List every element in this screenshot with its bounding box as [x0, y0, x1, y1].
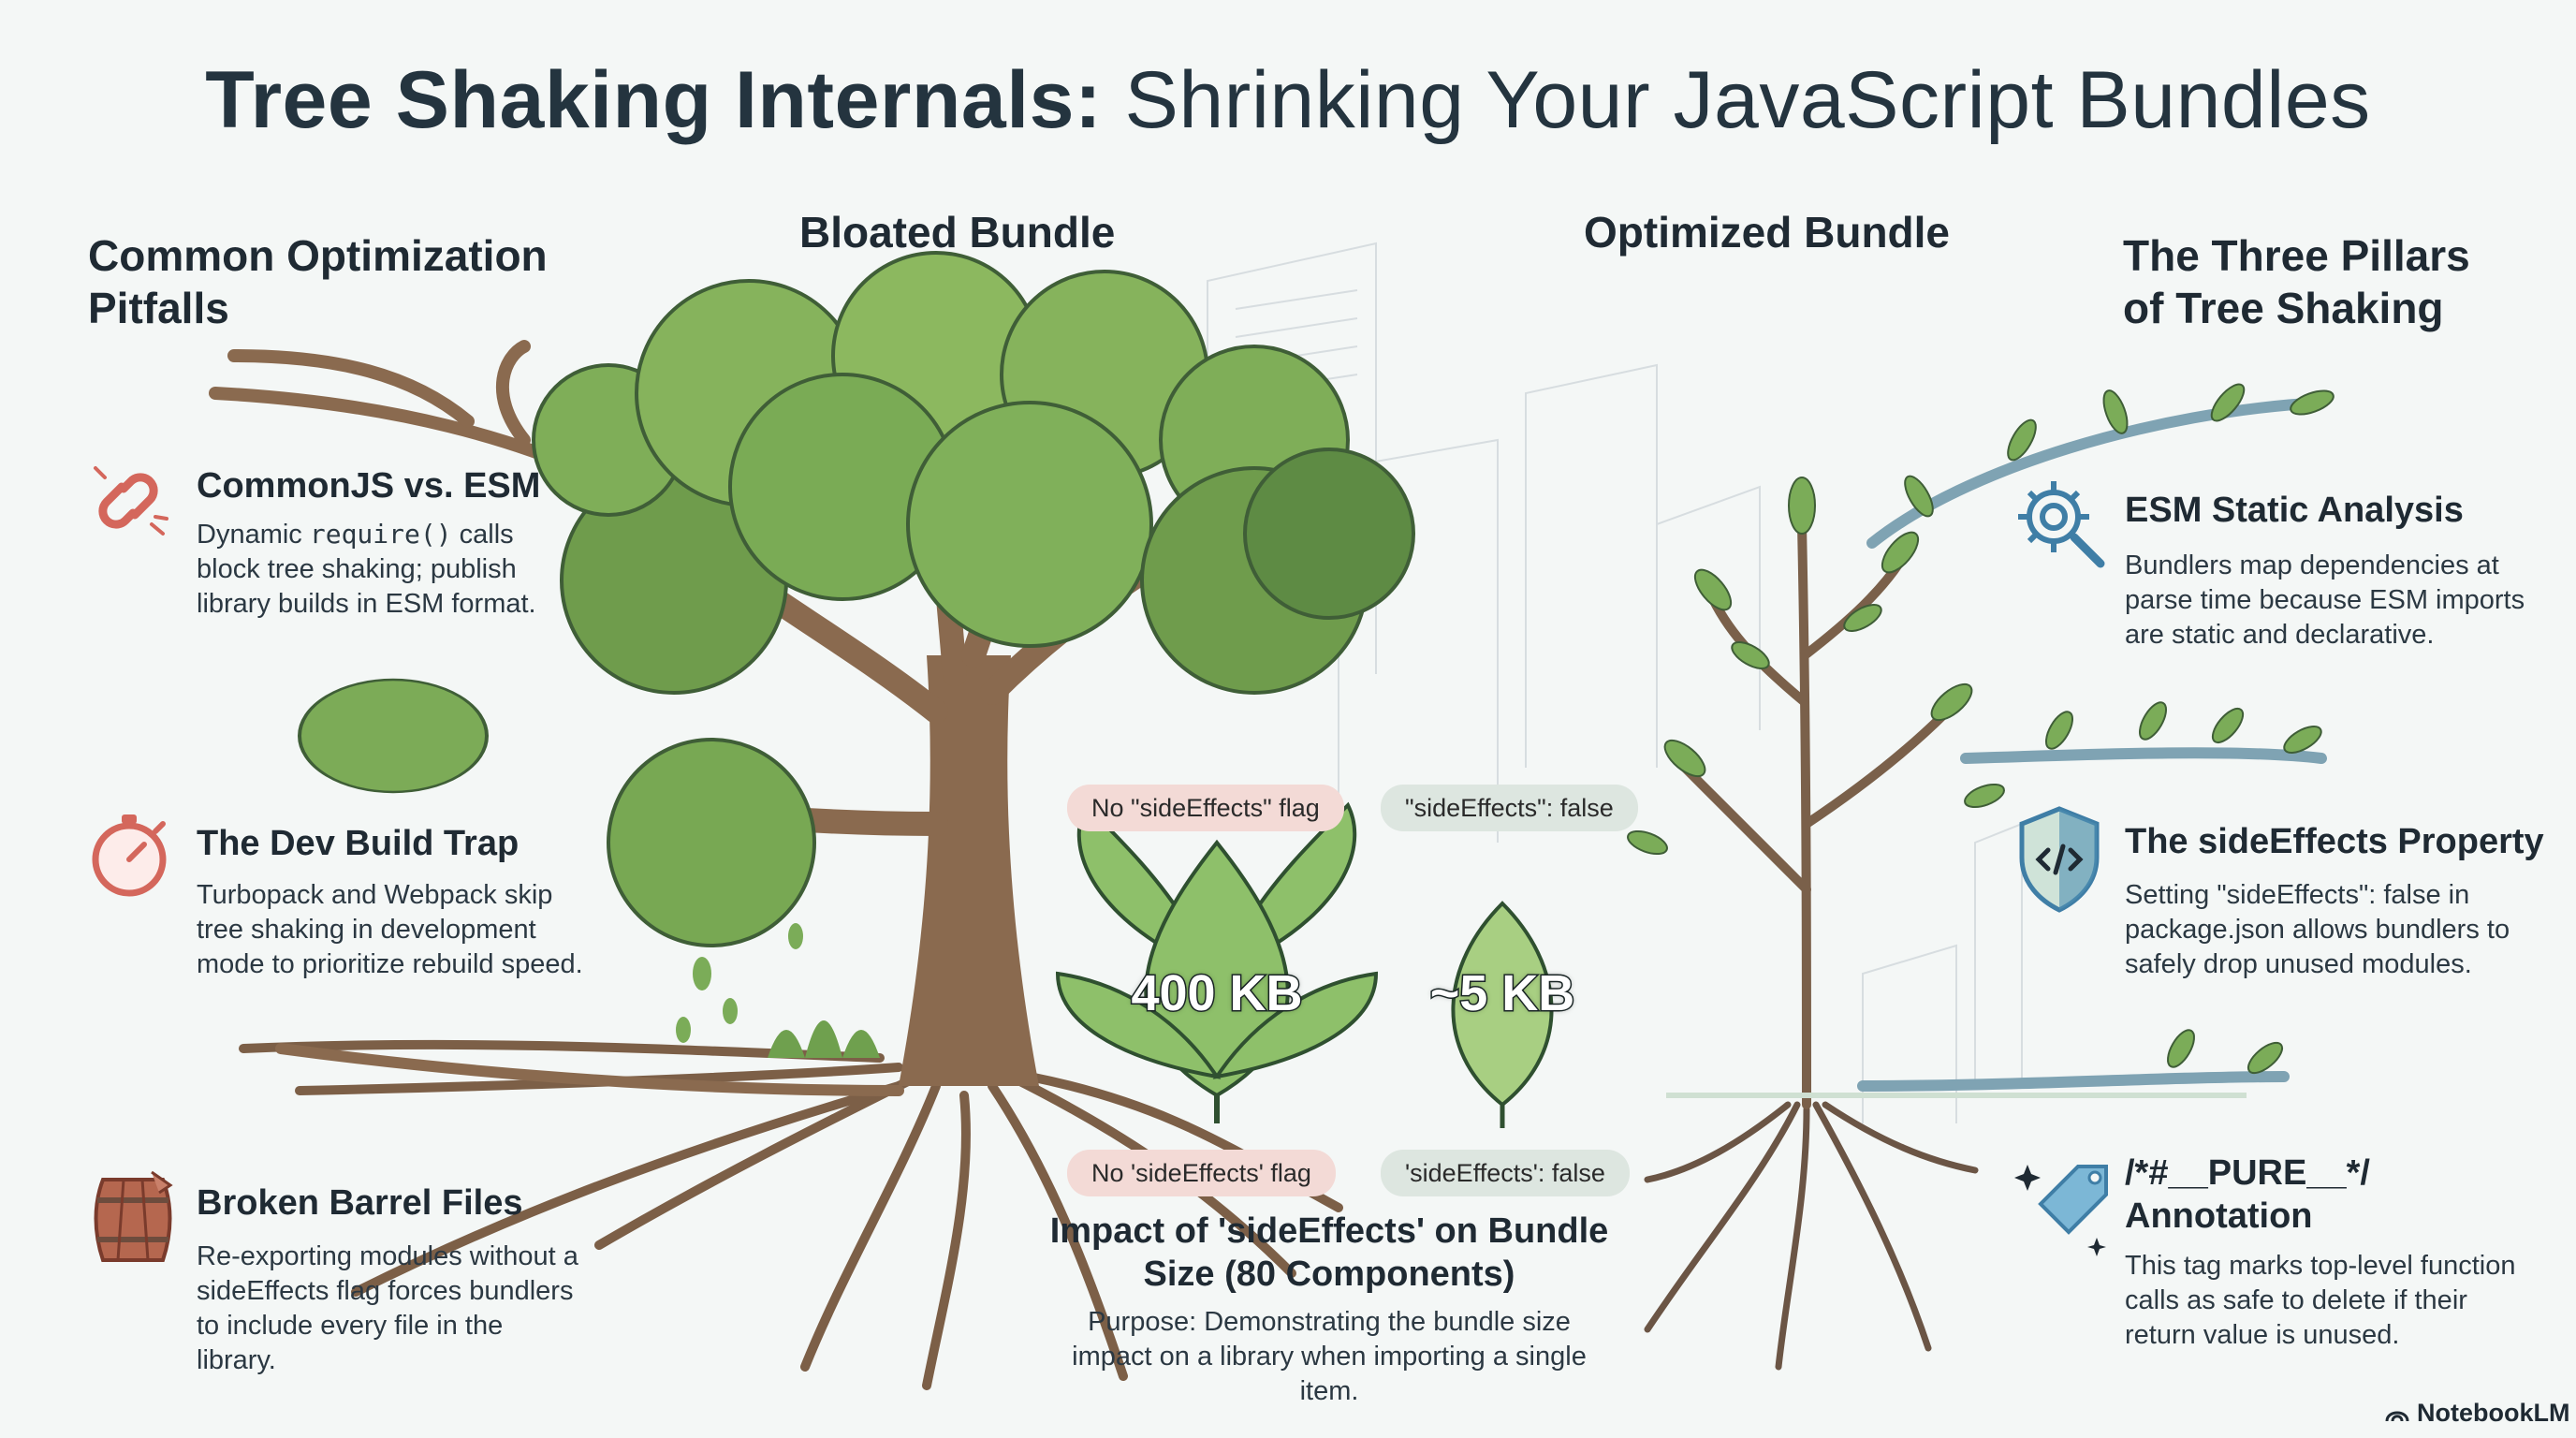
left-heading: Common Optimization Pitfalls [88, 231, 548, 332]
item-title: CommonJS vs. ESM [197, 466, 541, 506]
pill-no-sideeffects-top: No "sideEffects" flag [1067, 785, 1344, 831]
sapling-roots [1644, 1101, 1979, 1371]
big-tree-canopy [298, 251, 1415, 947]
sapling-leaves [1627, 477, 2005, 856]
item-body: Re-exporting modules without a sideEffec… [197, 1241, 578, 1375]
code-shield-icon [2019, 806, 2100, 913]
impact-body: Purpose: Demonstrating the bundle size i… [1072, 1307, 1587, 1406]
pill-no-sideeffects-bottom: No 'sideEffects' flag [1067, 1150, 1336, 1196]
item-body: Turbopack and Webpack skip tree shaking … [197, 880, 583, 979]
item-title: The sideEffects Property [2125, 822, 2544, 861]
item-title: /*#__PURE__*/ Annotation [2125, 1153, 2370, 1236]
big-leaf-value: 400 KB [1130, 964, 1304, 1023]
item-body: Bundlers map dependencies at parse time … [2125, 550, 2525, 650]
sapling-trunk [1680, 520, 1952, 1109]
notebooklm-logo-icon [2385, 1411, 2409, 1421]
big-tree-trunk [899, 655, 1039, 1086]
impact-title: Impact of 'sideEffects' on Bundle Size (… [1049, 1211, 1609, 1294]
broken-link-icon [94, 466, 168, 536]
right-heading: The Three Pillars of Tree Shaking [2123, 231, 2470, 332]
ground-plants [768, 1020, 880, 1058]
item-body: This tag marks top-level function calls … [2125, 1251, 2516, 1350]
pill-sideeffects-false-top: "sideEffects": false [1381, 785, 1638, 831]
right-branch-leaves [1904, 383, 2334, 1075]
brand-label: NotebookLM [2417, 1399, 2570, 1427]
optimized-heading: Optimized Bundle [1584, 208, 1950, 257]
falling-leaves [676, 923, 803, 1043]
item-title: ESM Static Analysis [2125, 491, 2464, 530]
big-leaf-shape [1055, 801, 1379, 1098]
brand-badge: NotebookLM [2385, 1399, 2569, 1428]
stopwatch-icon [92, 814, 167, 897]
title-bold: Tree Shaking Internals: [205, 55, 1103, 145]
item-title: Broken Barrel Files [197, 1183, 523, 1223]
small-leaf-value: ~5 KB [1428, 964, 1576, 1023]
pill-sideeffects-false-bottom: 'sideEffects': false [1381, 1150, 1630, 1196]
item-title: The Dev Build Trap [197, 824, 520, 863]
item-body: Setting "sideEffects": false in package.… [2125, 880, 2510, 979]
bloated-heading: Bloated Bundle [799, 208, 1116, 257]
title-rest: Shrinking Your JavaScript Bundles [1102, 55, 2371, 145]
lower-branch [275, 1043, 904, 1096]
right-branches [1857, 397, 2327, 1092]
gear-magnifier-icon [2018, 481, 2105, 568]
item-body: Dynamic require() calls block tree shaki… [197, 519, 536, 619]
broken-barrel-icon [94, 1170, 173, 1262]
page-title: Tree Shaking Internals: Shrinking Your J… [0, 54, 2576, 147]
tag-sparkle-icon [2014, 1165, 2108, 1256]
